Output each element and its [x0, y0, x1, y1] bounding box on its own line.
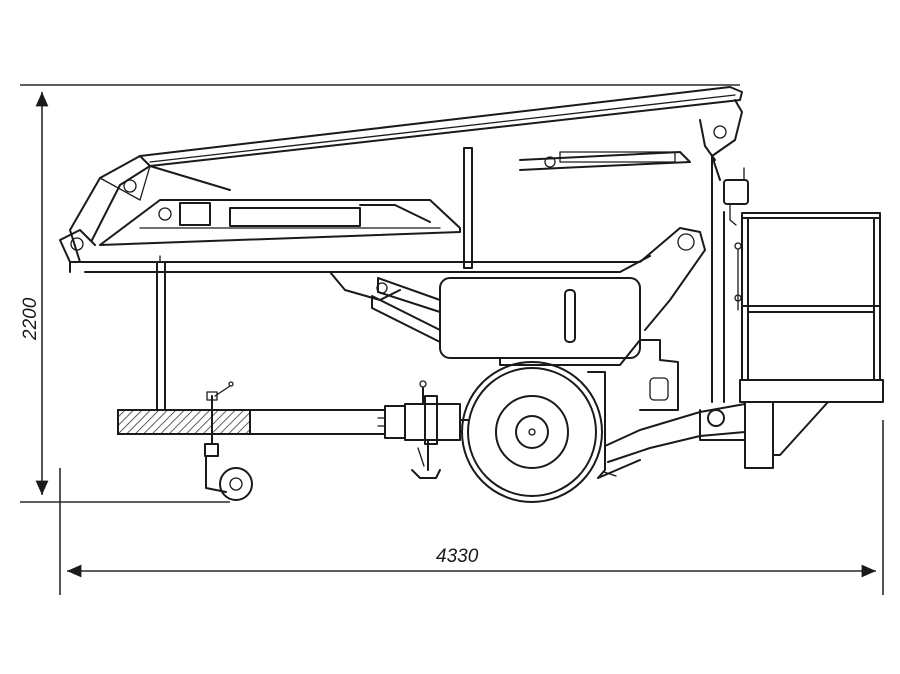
rear-column [711, 155, 749, 403]
jockey-wheel [204, 381, 253, 501]
work-basket [734, 212, 884, 469]
power-unit [439, 277, 679, 411]
rear-outrigger [597, 403, 746, 479]
lift-cylinders [329, 271, 441, 343]
height-label: 2200 [20, 297, 41, 341]
length-label: 4330 [436, 546, 479, 567]
mast [156, 147, 473, 411]
boom-knuckle [519, 99, 743, 181]
front-support-leg [411, 380, 441, 479]
road-wheel [461, 361, 606, 503]
length-dimension: 4330 [59, 420, 884, 595]
main-boom [59, 199, 706, 331]
upper-boom [69, 86, 743, 263]
height-dimension: 2200 [20, 84, 740, 503]
drawbar [117, 395, 469, 445]
